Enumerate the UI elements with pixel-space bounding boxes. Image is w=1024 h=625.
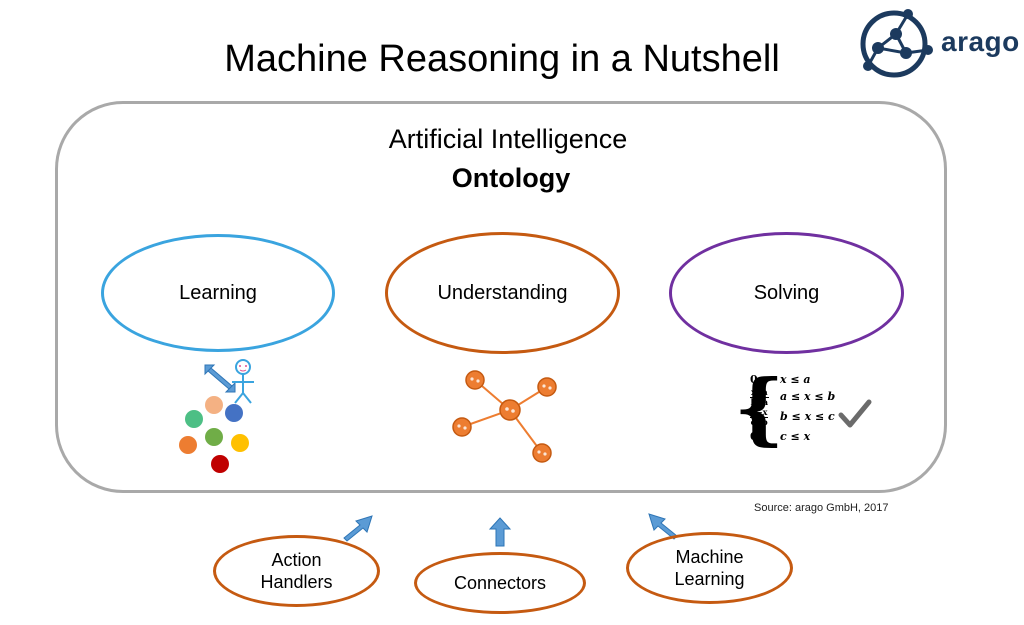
learning-ellipse: Learning xyxy=(101,234,335,352)
action-handlers-ellipse: Action Handlers xyxy=(213,535,380,607)
understanding-ellipse: Understanding xyxy=(385,232,620,354)
arago-logo-icon xyxy=(860,9,933,78)
solving-ellipse: Solving xyxy=(669,232,904,354)
ontology-heading: Ontology xyxy=(451,163,571,193)
learning-illustration-icon xyxy=(179,359,254,473)
arrow-up-right-icon xyxy=(343,515,373,542)
machine-learning-label: Machine Learning xyxy=(674,547,745,589)
piecewise-condition: a ≤ x ≤ b xyxy=(780,390,836,403)
connectors-ellipse: Connectors xyxy=(414,552,586,614)
piecewise-value: 0 xyxy=(750,373,758,386)
piecewise-condition: b ≤ x ≤ c xyxy=(780,410,835,423)
piecewise-brace: { xyxy=(734,363,785,454)
piecewise-row-3: c−x c−b b ≤ x ≤ c xyxy=(750,407,860,427)
understanding-label: Understanding xyxy=(437,281,568,304)
ai-subtitle: Artificial Intelligence xyxy=(388,124,628,154)
connectors-label: Connectors xyxy=(453,573,547,593)
check-icon xyxy=(838,399,872,428)
piecewise-row-1: 0 x ≤ a xyxy=(750,373,860,391)
arrow-up-icon xyxy=(488,517,512,547)
page-title: Machine Reasoning in a Nutshell xyxy=(224,38,780,80)
piecewise-value: 0 xyxy=(750,430,758,443)
piecewise-row-4: 0 c ≤ x xyxy=(750,430,860,448)
piecewise-row-2: x−a b−a a ≤ x ≤ b xyxy=(750,387,860,407)
ai-frame xyxy=(55,101,947,493)
action-handlers-label: Action Handlers xyxy=(260,550,333,592)
source-note: Source: arago GmbH, 2017 xyxy=(754,502,889,514)
machine-learning-ellipse: Machine Learning xyxy=(626,532,793,604)
learning-label: Learning xyxy=(179,281,257,304)
piecewise-fraction: c−x c−b xyxy=(750,407,769,427)
logo-text: arago xyxy=(941,26,1020,57)
piecewise-fraction: x−a b−a xyxy=(750,387,769,407)
network-graph-icon xyxy=(452,370,557,463)
piecewise-condition: x ≤ a xyxy=(780,373,811,386)
solving-label: Solving xyxy=(753,281,820,304)
piecewise-condition: c ≤ x xyxy=(780,430,811,443)
